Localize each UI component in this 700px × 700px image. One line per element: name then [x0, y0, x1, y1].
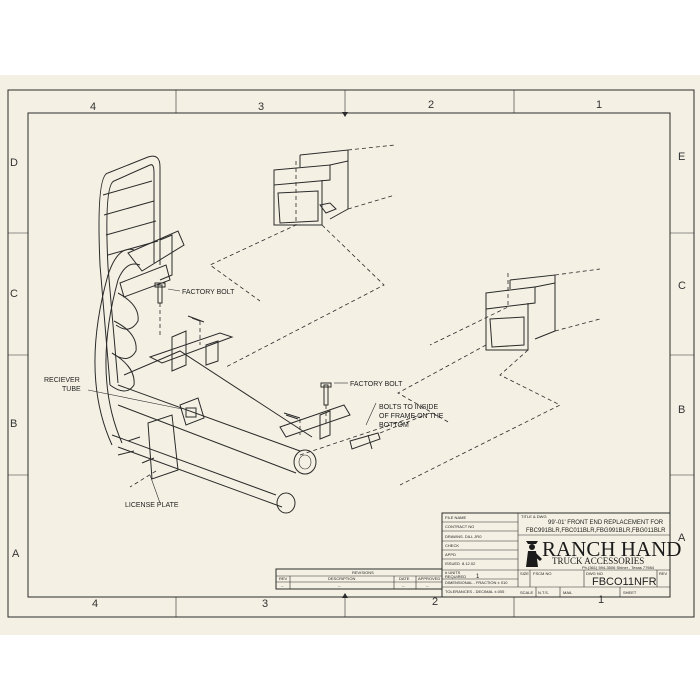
contract-no-label: CONTRACT NO: [445, 524, 474, 529]
units-label: # UNITS: [445, 570, 461, 575]
zone-right-b: B: [678, 404, 685, 416]
issued-value: 8.12.02: [462, 561, 476, 566]
alignment-lines: [129, 161, 561, 488]
zone-top-1: 1: [596, 99, 602, 111]
zone-top-2: 2: [428, 99, 434, 111]
dwg-no-value: FBCO11NFR: [592, 576, 657, 588]
rev-col-description: DESCRIPTION: [328, 576, 355, 581]
callout-reciever-line2: TUBE: [62, 386, 81, 393]
title-line1: 99'-01' FRONT END REPLACEMENT FOR: [548, 520, 664, 526]
issued-label: ISSUED: [445, 561, 460, 566]
technical-drawing: 4 3 2 1 4 3 2 1 D C B A E C B A: [7, 89, 695, 618]
ranch-hand-logo: RANCH HAND TRUCK ACCESSORIES Ph.(361) 59…: [526, 537, 681, 570]
title-label: TITLE & DWG: [521, 514, 547, 519]
zone-left-a: A: [12, 548, 20, 560]
required-value: 1: [476, 574, 480, 580]
zone-left-d: D: [10, 157, 18, 169]
size-label: SIZE: [520, 571, 529, 576]
title-block: [441, 512, 671, 598]
rev-col-date: DATE: [399, 576, 410, 581]
drawing-sheet: [0, 75, 700, 635]
logo-main-text: RANCH HAND: [542, 537, 681, 561]
revisions-table: [275, 568, 443, 590]
rev-cell-date: --: [402, 583, 405, 588]
zone-bottom-2: 2: [432, 596, 438, 608]
scale-value: N.T.S.: [538, 590, 549, 595]
zone-bottom-4: 4: [92, 598, 98, 610]
zone-bottom-3: 3: [262, 598, 268, 610]
title-line2: FBC991BLR,FBC011BLR,FBG991BLR,FBG011BLR: [526, 528, 666, 534]
scale-label: SCALE: [520, 590, 533, 595]
outer-border: [7, 89, 695, 618]
tolerances-label: TOLERANCES - DECIMAL ±.005: [445, 589, 505, 594]
grille-guard-drawing: [94, 155, 381, 514]
sheet-label: SHEET: [623, 590, 637, 595]
dimensional-label: DIMENSIONAL - FRACTION ± 010: [445, 580, 508, 585]
zone-right-c: C: [678, 280, 686, 292]
rev-cell-rev: --: [281, 583, 284, 588]
callout-bolts-line1: BOLTS TO INSIDE: [379, 404, 438, 411]
check-label: CHECK: [445, 543, 459, 548]
leader-lines: [87, 288, 377, 504]
company-address: Ph.(361) 594-3506 Shiner , Texas 77984: [582, 565, 655, 570]
fscm-label: FSCM NO: [533, 571, 551, 576]
callout-license-plate: LICENSE PLATE: [125, 502, 179, 509]
cowboy-figure-icon: [526, 541, 542, 567]
drawn-value: S. DILL JR0: [460, 534, 482, 539]
rev-label: REV: [659, 571, 668, 576]
rev-col-approved: APPROVED: [418, 576, 440, 581]
frame-rail-lower: [485, 268, 601, 351]
file-name-label: FILE NAME: [445, 515, 466, 520]
logo-sub-text: TRUCK ACCESSORIES: [552, 556, 644, 566]
zone-left-b: B: [10, 418, 17, 430]
drawn-label: DRAWN: [445, 534, 460, 539]
callout-bolts-line2: OF FRAME ON THE: [379, 413, 444, 420]
callout-reciever-line1: RECIEVER: [44, 377, 80, 384]
zone-bottom-1: 1: [598, 594, 604, 606]
zone-right-e: E: [678, 151, 685, 163]
zone-left-c: C: [10, 288, 18, 300]
zone-ticks: [8, 90, 694, 617]
rev-cell-description: --: [338, 583, 341, 588]
callout-factory-bolt-lower: FACTORY BOLT: [350, 381, 403, 388]
mail-label: MAIL: [563, 590, 573, 595]
zone-right-a: A: [678, 532, 686, 544]
appd-label: APPD: [445, 552, 456, 557]
callout-factory-bolt-upper: FACTORY BOLT: [182, 289, 235, 296]
frame-rail-upper: [273, 144, 396, 226]
callout-bolts-line3: BOTTOM: [379, 422, 409, 429]
required-label: REQUIRED: [445, 574, 466, 579]
zone-top-3: 3: [258, 101, 264, 113]
dwg-no-label: DWG NO: [586, 571, 603, 576]
zone-top-4: 4: [90, 101, 96, 113]
rev-col-rev: REV: [279, 576, 288, 581]
revisions-title: REVISIONS: [352, 570, 374, 575]
rev-cell-approved: --: [426, 583, 429, 588]
